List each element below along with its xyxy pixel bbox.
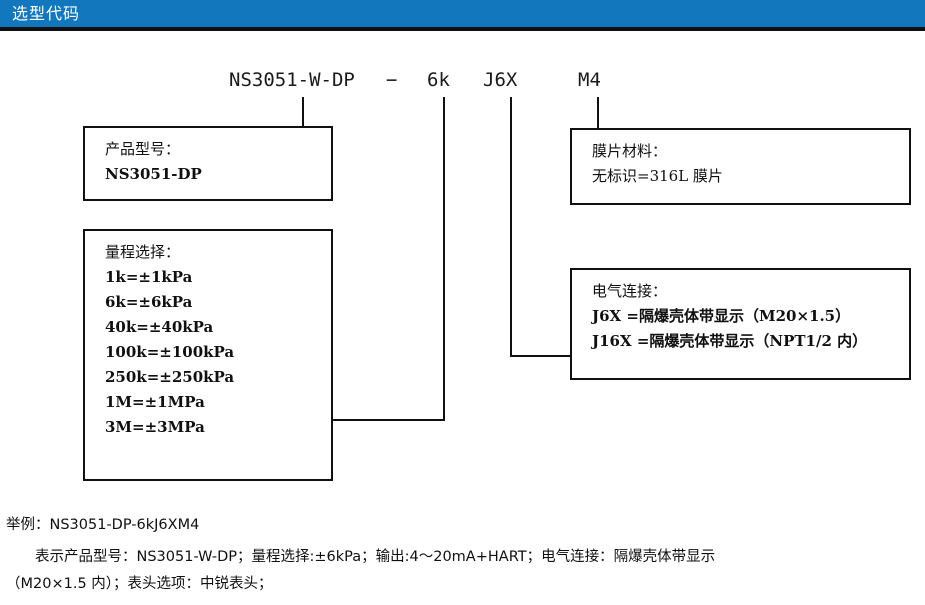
range-option-1k: 1k=±1kPa (105, 268, 193, 286)
section-header-bar: 选型代码 (0, 0, 925, 31)
code-segment-diaphragm: M4 (578, 69, 601, 91)
electrical-option-j16x: J16X =隔爆壳体带显示（NPT1/2 内） (592, 332, 868, 350)
box-electrical-connection: 电气连接： J6X =隔爆壳体带显示（M20×1.5） J16X =隔爆壳体带显… (570, 268, 911, 380)
example-line-1: 举例：NS3051-DP-6kJ6XM4 (6, 517, 200, 533)
connector-range-horizontal (333, 419, 445, 421)
connector-diaphragm-vertical (597, 97, 599, 129)
box-range-selection: 量程选择： 1k=±1kPa 6k=±6kPa 40k=±40kPa 100k=… (83, 229, 333, 481)
connector-electrical-vertical (510, 97, 512, 357)
connector-range-vertical (443, 97, 445, 421)
electrical-option-j6x: J6X =隔爆壳体带显示（M20×1.5） (592, 307, 851, 325)
range-option-1m: 1M=±1MPa (105, 393, 205, 411)
box-diaphragm-material-value: 无标识=316L 膜片 (592, 167, 723, 185)
range-option-100k: 100k=±100kPa (105, 343, 235, 361)
box-electrical-connection-heading: 电气连接： (592, 282, 668, 300)
box-product-model: 产品型号： NS3051-DP (83, 126, 333, 201)
box-product-model-value: NS3051-DP (105, 165, 202, 183)
code-segment-dash: − (386, 69, 398, 91)
example-line-2: 表示产品型号：NS3051-W-DP；量程选择:±6kPa；输出:4～20mA+… (35, 549, 716, 565)
connector-electrical-horizontal (510, 355, 572, 357)
connector-model-vertical (302, 97, 304, 127)
range-option-40k: 40k=±40kPa (105, 318, 214, 336)
page-title: 选型代码 (12, 4, 81, 23)
code-segment-model: NS3051-W-DP (229, 69, 355, 91)
range-option-6k: 6k=±6kPa (105, 293, 193, 311)
box-product-model-heading: 产品型号： (105, 140, 181, 158)
code-segment-electrical: J6X (483, 69, 518, 91)
range-option-3m: 3M=±3MPa (105, 418, 205, 436)
code-segment-range: 6k (427, 69, 450, 91)
box-diaphragm-material: 膜片材料： 无标识=316L 膜片 (570, 128, 911, 205)
box-diaphragm-material-heading: 膜片材料： (592, 142, 668, 160)
box-range-selection-heading: 量程选择： (105, 243, 181, 261)
example-line-3: （M20×1.5 内）；表头选项：中锐表头； (6, 576, 273, 592)
range-option-250k: 250k=±250kPa (105, 368, 235, 386)
